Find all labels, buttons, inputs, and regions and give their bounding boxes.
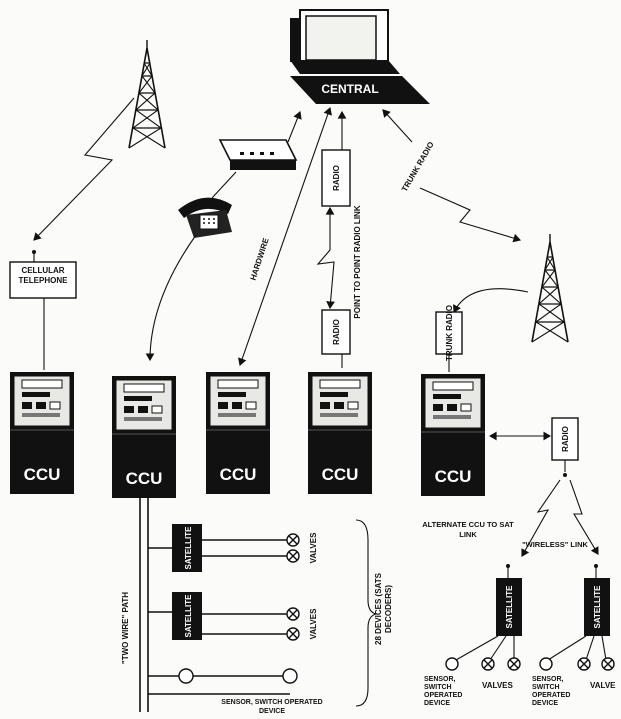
modem-link: [287, 110, 302, 143]
radio-top-label: RADIO: [332, 165, 341, 191]
satellite-2: SATELLITE VALVES: [172, 592, 318, 641]
modem-phone-link: [211, 171, 237, 199]
satellite-label: SATELLITE: [593, 585, 602, 629]
sensor-label-a: SENSOR, SWITCH OPERATED DEVICE: [424, 676, 463, 707]
satellite-a: SATELLITE: [445, 564, 522, 671]
ccu-unit-4: CCU: [307, 371, 373, 495]
valve-icon: [286, 627, 300, 641]
ccu-unit-2: CCU: [111, 375, 177, 499]
point-to-point-label: POINT TO POINT RADIO LINK: [353, 205, 362, 318]
cell-tower-right: [531, 233, 569, 343]
radio-top-box: RADIO: [321, 149, 351, 207]
devices-bracket: [355, 519, 377, 707]
wireless-link-label: "WIRELESS" LINK: [522, 540, 588, 549]
valve-icon: [577, 657, 591, 671]
ccu-unit-5: CCU: [420, 373, 486, 497]
devices-label: 28 DEVICES (SATS DECODERS): [374, 573, 393, 645]
ccu-label: CCU: [220, 465, 257, 484]
trunk-top-link: [382, 109, 413, 143]
valves-label-a: VALVES: [482, 681, 513, 690]
ccu-label: CCU: [435, 467, 472, 486]
satellite-label: SATELLITE: [505, 585, 514, 629]
telephone-icon: [178, 197, 232, 238]
sensor-label: SENSOR, SWITCH OPERATED DEVICE: [221, 699, 323, 715]
two-wire-path-label: "TWO WIRE" PATH: [121, 592, 130, 664]
sensor-icon: [282, 668, 298, 684]
valves-label: VALVES: [309, 532, 318, 563]
valve-icon: [601, 657, 615, 671]
cell-tower-left: [128, 39, 166, 149]
ccu-label: CCU: [24, 465, 61, 484]
wireless-link-b: [569, 479, 599, 555]
modem-icon: [218, 139, 298, 170]
svg-text:TRUNK RADIO: TRUNK RADIO: [400, 140, 436, 193]
trunk-radio-mid-box: TRUNK RADIO: [435, 305, 463, 361]
ccu-unit-3: CCU: [205, 371, 271, 495]
two-wire-path: [139, 498, 290, 712]
radio-right-box: RADIO: [551, 417, 579, 461]
satellite-label: SATELLITE: [184, 526, 193, 570]
radio-right-label: RADIO: [561, 426, 570, 452]
sensor-icon: [539, 657, 553, 671]
valve-icon: [286, 607, 300, 621]
cellular-telephone-box: CELLULAR TELEPHONE: [9, 261, 77, 299]
trunk-radio-top-label: TRUNK RADIO: [400, 140, 436, 193]
satellite-1: SATELLITE VALVES: [172, 524, 318, 572]
ccu-unit-1: CCU: [9, 371, 75, 495]
trunk-mid-link: [453, 288, 529, 313]
satellite-label: SATELLITE: [184, 594, 193, 638]
ccu-label: CCU: [322, 465, 359, 484]
sensor-label-b: SENSOR, SWITCH OPERATED DEVICE: [532, 676, 571, 707]
cellular-link: [33, 97, 135, 241]
central-computer: CENTRAL: [290, 9, 430, 104]
satellite-b: SATELLITE: [539, 564, 615, 671]
trunk-wireless-link: [419, 187, 522, 243]
hardwire-label: HARDWIRE: [249, 236, 271, 281]
point-to-point-link: [316, 206, 335, 310]
ccu-label: CCU: [126, 469, 163, 488]
trunk-radio-top: TRUNK RADIO: [400, 140, 436, 193]
phone-line: [145, 234, 197, 362]
cellular-telephone-label: CELLULAR TELEPHONE: [18, 266, 68, 285]
radio-mid-box: RADIO: [321, 309, 351, 355]
valves-label: VALVES: [309, 608, 318, 639]
central-label: CENTRAL: [321, 82, 378, 96]
hardwire-link: [238, 106, 332, 367]
wireless-link-a: [521, 479, 561, 557]
valve-icon: [286, 549, 300, 563]
radio-mid-label: RADIO: [332, 319, 341, 345]
valve-icon: [507, 657, 521, 671]
sensor-icon: [178, 668, 194, 684]
trunk-radio-mid-label: TRUNK RADIO: [445, 305, 454, 361]
valve-icon: [481, 657, 495, 671]
valve-icon: [286, 533, 300, 547]
valves-label-b: VALVE: [590, 681, 616, 690]
alternate-link-label: ALTERNATE CCU TO SAT LINK: [422, 520, 514, 539]
sensor-icon: [445, 657, 459, 671]
